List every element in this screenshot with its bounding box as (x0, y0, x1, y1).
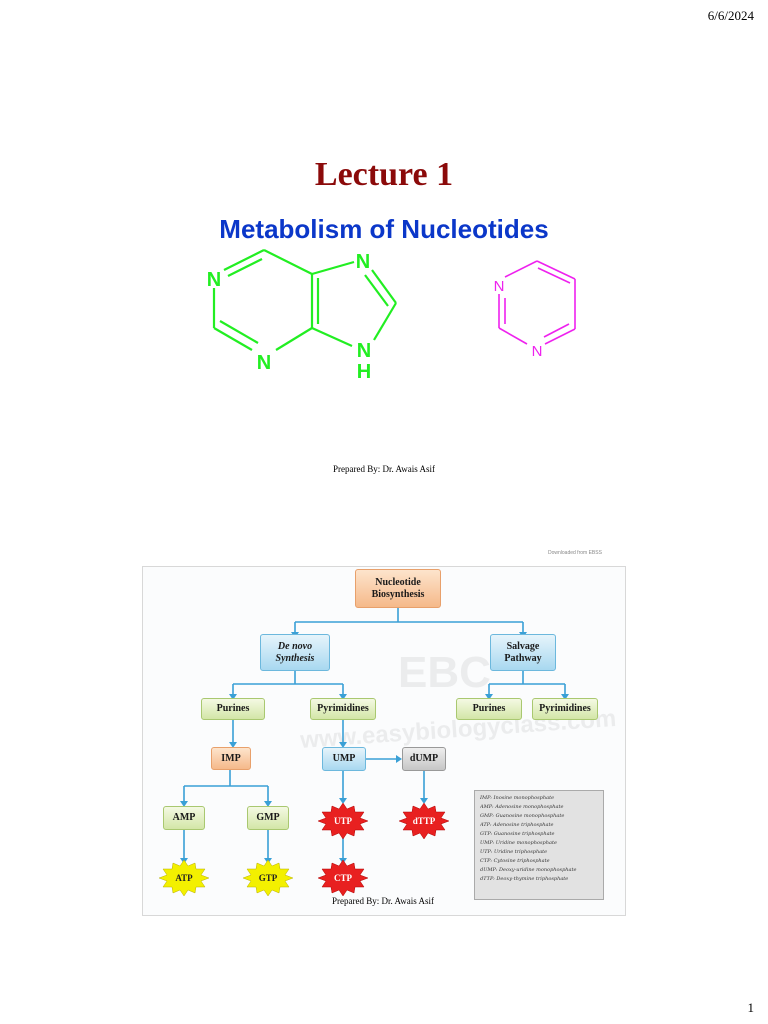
utp-label: UTP (334, 816, 353, 826)
node-pyrimidines-salvage: Pyrimidines (532, 698, 598, 720)
dttp-label: dTTP (413, 816, 436, 826)
legend-item: IMP: Inosine monophosphate (480, 795, 555, 801)
dttp-starburst (398, 802, 450, 840)
legend-item: CTP: Cytosine triphosphate (480, 858, 550, 864)
slide2-prepared-by: Prepared By: Dr. Awais Asif (332, 896, 434, 906)
purine-structure (212, 249, 397, 351)
node-amp: AMP (163, 806, 205, 830)
purine-atom-n7: N (356, 251, 370, 273)
atp-starburst (158, 859, 210, 897)
legend-item: dTTP: Deoxy-thymine triphosphate (480, 876, 569, 882)
node-gmp: GMP (247, 806, 289, 830)
lecture-title: Lecture 1 (314, 156, 454, 193)
node-dump: dUMP (402, 747, 446, 771)
utp-starburst (317, 802, 369, 840)
legend-item: GMP: Guanosine monophosphate (480, 813, 565, 819)
gtp-starburst (242, 859, 294, 897)
node-ump: UMP (322, 747, 366, 771)
download-note: Downloaded from EBSS (548, 550, 602, 556)
legend-item: GTP: Guanosine triphosphate (480, 831, 555, 837)
purine-atom-n9: N (357, 340, 371, 362)
legend-item: dUMP: Deoxy-uridine monophosphate (480, 867, 577, 873)
pyrimidine-atom-n1: N (494, 278, 505, 295)
gtp-label: GTP (259, 873, 278, 883)
legend-item: AMP: Adenosine monophosphate (480, 804, 564, 810)
node-nucleotide-biosynthesis: Nucleotide Biosynthesis (355, 569, 441, 608)
lecture-subtitle: Metabolism of Nucleotides (219, 214, 549, 244)
slide1-prepared-by: Prepared By: Dr. Awais Asif (333, 464, 435, 474)
pyrimidine-atom-n3: N (532, 343, 543, 360)
node-purines-salvage: Purines (456, 698, 522, 720)
connector-arrowheads (180, 632, 569, 864)
node-salvage-pathway: Salvage Pathway (490, 634, 556, 671)
ctp-starburst (317, 859, 369, 897)
ctp-label: CTP (334, 873, 353, 883)
legend-item: UMP: Uridine monophosphate (480, 840, 557, 846)
node-imp: IMP (211, 747, 251, 770)
page-number: 1 (747, 1000, 755, 1015)
node-purines-denovo: Purines (201, 698, 265, 720)
watermark-letters: EBC (398, 648, 491, 697)
legend-item: UTP: Uridine triphosphate (480, 849, 548, 855)
purine-atom-h9: H (357, 361, 371, 383)
nucleobase-structures: N N N N H N N (207, 249, 576, 383)
pyrimidine-structure (498, 260, 576, 345)
legend-item: ATP: Adenosine triphosphate (480, 822, 554, 828)
purine-atom-n1: N (207, 269, 221, 291)
node-de-novo-synthesis: De novo Synthesis (260, 634, 330, 671)
purine-atom-n3: N (257, 352, 271, 374)
atp-label: ATP (175, 873, 193, 883)
abbreviation-legend: IMP: Inosine monophosphate AMP: Adenosin… (474, 790, 604, 900)
node-pyrimidines-denovo: Pyrimidines (310, 698, 376, 720)
date-label: 6/6/2024 (707, 8, 754, 23)
